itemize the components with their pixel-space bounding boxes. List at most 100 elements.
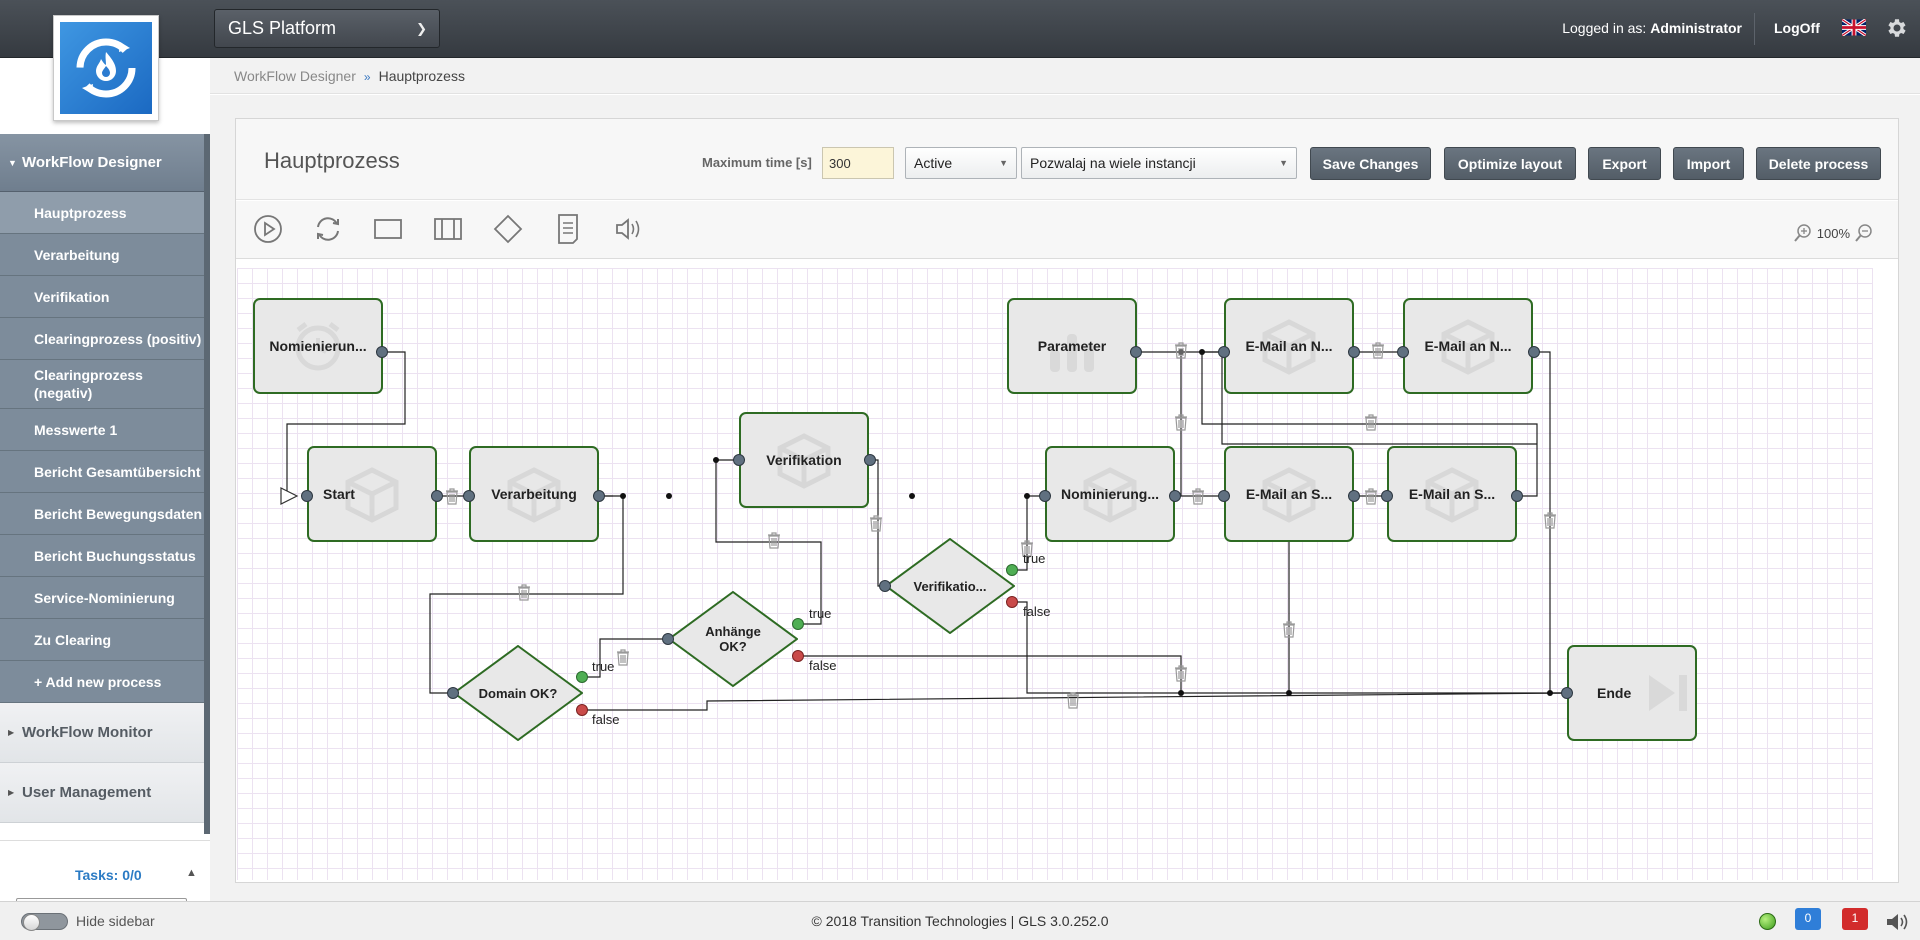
input-port[interactable] <box>1381 490 1393 502</box>
trash-icon[interactable] <box>767 532 781 549</box>
node-parameter[interactable]: Parameter <box>1007 298 1137 394</box>
trash-icon[interactable] <box>1174 414 1188 431</box>
sidebar-item-hauptprozess[interactable]: Hauptprozess <box>0 192 204 234</box>
input-port[interactable] <box>447 687 459 699</box>
document-icon[interactable] <box>550 211 586 247</box>
decision-anhaenge-ok[interactable]: Anhänge OK? <box>667 590 799 688</box>
workflow-canvas[interactable]: Nomienierun... Start Verarbeitung Verifi… <box>237 268 1873 880</box>
true-port[interactable] <box>576 671 588 683</box>
sidebar-item-bericht-bewegung[interactable]: Bericht Bewegungsdaten <box>0 493 204 535</box>
trash-icon[interactable] <box>1543 512 1557 529</box>
trash-icon[interactable] <box>1371 342 1385 359</box>
loop-icon[interactable] <box>310 211 346 247</box>
status-select[interactable]: Active ▼ <box>905 147 1017 179</box>
uk-flag-icon[interactable] <box>1842 19 1866 36</box>
node-email-n1[interactable]: E-Mail an N... <box>1224 298 1354 394</box>
trash-icon[interactable] <box>1020 540 1034 557</box>
sidebar-item-clearing-negativ[interactable]: Clearingprozess (negativ) <box>0 360 204 409</box>
output-port[interactable] <box>593 490 605 502</box>
decision-diamond-icon[interactable] <box>490 211 526 247</box>
sidebar-item-bericht-gesamt[interactable]: Bericht Gesamtübersicht <box>0 451 204 493</box>
output-port[interactable] <box>1348 490 1360 502</box>
play-icon[interactable] <box>250 211 286 247</box>
hide-sidebar-toggle[interactable] <box>21 913 68 931</box>
sidebar-section-workflow-designer[interactable]: ▼ WorkFlow Designer <box>0 134 204 192</box>
delete-process-button[interactable]: Delete process <box>1756 147 1881 180</box>
sidebar-scrollbar[interactable] <box>204 134 210 834</box>
output-port[interactable] <box>1169 490 1181 502</box>
input-port[interactable] <box>662 633 674 645</box>
trash-icon[interactable] <box>517 584 531 601</box>
sidebar-item-verarbeitung[interactable]: Verarbeitung <box>0 234 204 276</box>
output-port[interactable] <box>1511 490 1523 502</box>
input-port[interactable] <box>463 490 475 502</box>
speaker-icon[interactable] <box>610 211 646 247</box>
sidebar-item-service-nominierung[interactable]: Service-Nominierung <box>0 577 204 619</box>
input-port[interactable] <box>1397 346 1409 358</box>
sidebar-item-clearing-positiv[interactable]: Clearingprozess (positiv) <box>0 318 204 360</box>
trash-icon[interactable] <box>1364 488 1378 505</box>
export-button[interactable]: Export <box>1588 147 1661 180</box>
breadcrumb-link[interactable]: WorkFlow Designer <box>234 68 356 84</box>
sidebar-section-workflow-monitor[interactable]: ▶ WorkFlow Monitor <box>0 703 204 763</box>
add-process-button[interactable]: + Add new process <box>0 661 204 703</box>
false-port[interactable] <box>576 704 588 716</box>
input-port[interactable] <box>733 454 745 466</box>
decision-domain-ok[interactable]: Domain OK? <box>452 644 584 742</box>
info-messages-button[interactable]: 0 <box>1795 908 1821 930</box>
node-verifikation[interactable]: Verifikation <box>739 412 869 508</box>
task-rectangle-icon[interactable] <box>370 211 406 247</box>
lane-icon[interactable] <box>430 211 466 247</box>
input-port[interactable] <box>301 490 313 502</box>
node-email-s2[interactable]: E-Mail an S... <box>1387 446 1517 542</box>
input-port[interactable] <box>1039 490 1051 502</box>
node-email-n2[interactable]: E-Mail an N... <box>1403 298 1533 394</box>
trash-icon[interactable] <box>1191 488 1205 505</box>
trash-icon[interactable] <box>1174 342 1188 359</box>
sidebar-item-bericht-buchung[interactable]: Bericht Buchungsstatus <box>0 535 204 577</box>
zoom-out-icon[interactable] <box>1854 223 1874 243</box>
output-port[interactable] <box>864 454 876 466</box>
false-port[interactable] <box>792 650 804 662</box>
input-port[interactable] <box>1218 490 1230 502</box>
caret-up-icon[interactable]: ▲ <box>186 867 197 879</box>
true-port[interactable] <box>792 618 804 630</box>
input-port[interactable] <box>1561 687 1573 699</box>
input-port[interactable] <box>1218 346 1230 358</box>
gear-icon[interactable] <box>1884 16 1908 40</box>
sound-icon[interactable] <box>1884 911 1910 933</box>
output-port[interactable] <box>1348 346 1360 358</box>
input-port[interactable] <box>879 580 891 592</box>
import-button[interactable]: Import <box>1673 147 1744 180</box>
error-messages-button[interactable]: 1 <box>1842 908 1868 930</box>
sidebar-section-user-management[interactable]: ▶ User Management <box>0 763 204 823</box>
false-port[interactable] <box>1006 596 1018 608</box>
output-port[interactable] <box>1130 346 1142 358</box>
output-port[interactable] <box>1528 346 1540 358</box>
app-logo[interactable] <box>53 15 159 121</box>
trash-icon[interactable] <box>445 488 459 505</box>
optimize-layout-button[interactable]: Optimize layout <box>1444 147 1576 180</box>
node-email-s1[interactable]: E-Mail an S... <box>1224 446 1354 542</box>
instances-select[interactable]: Pozwalaj na wiele instancji ▼ <box>1021 147 1297 179</box>
zoom-in-icon[interactable] <box>1793 223 1813 243</box>
sidebar-item-zu-clearing[interactable]: Zu Clearing <box>0 619 204 661</box>
node-nomination-timer[interactable]: Nomienierun... <box>253 298 383 394</box>
sidebar-item-messwerte[interactable]: Messwerte 1 <box>0 409 204 451</box>
platform-select[interactable]: GLS Platform ❯ <box>214 9 440 48</box>
node-verarbeitung[interactable]: Verarbeitung <box>469 446 599 542</box>
output-port[interactable] <box>431 490 443 502</box>
trash-icon[interactable] <box>869 515 883 532</box>
save-changes-button[interactable]: Save Changes <box>1310 147 1431 180</box>
node-ende[interactable]: Ende <box>1567 645 1697 741</box>
trash-icon[interactable] <box>616 649 630 666</box>
true-port[interactable] <box>1006 564 1018 576</box>
trash-icon[interactable] <box>1364 414 1378 431</box>
trash-icon[interactable] <box>1066 692 1080 709</box>
decision-verifikation[interactable]: Verifikatio... <box>884 537 1016 635</box>
trash-icon[interactable] <box>1282 621 1296 638</box>
sidebar-item-verifikation[interactable]: Verifikation <box>0 276 204 318</box>
node-start[interactable]: Start <box>307 446 437 542</box>
node-nominierung[interactable]: Nominierung... <box>1045 446 1175 542</box>
max-time-input[interactable] <box>822 147 894 179</box>
